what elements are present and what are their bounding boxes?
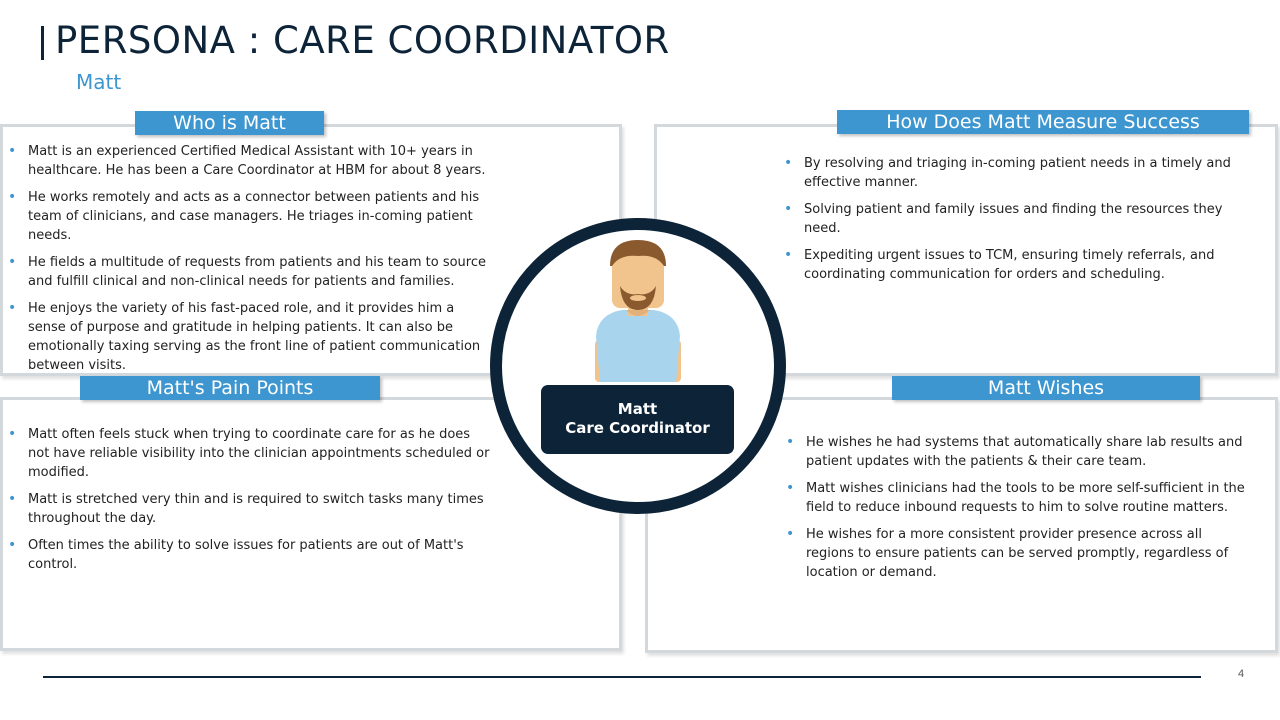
who-item: Matt is an experienced Certified Medical… bbox=[8, 142, 488, 180]
wishes-heading: Matt Wishes bbox=[892, 376, 1200, 400]
title-accent-bar bbox=[41, 26, 44, 60]
persona-name-card: Matt Care Coordinator bbox=[541, 385, 734, 454]
who-item: He works remotely and acts as a connecto… bbox=[8, 188, 488, 245]
pain-points-list: Matt often feels stuck when trying to co… bbox=[8, 425, 490, 582]
success-list: By resolving and triaging in-coming pati… bbox=[784, 154, 1254, 292]
success-heading: How Does Matt Measure Success bbox=[837, 110, 1249, 134]
who-heading: Who is Matt bbox=[135, 111, 324, 135]
wishes-list: He wishes he had systems that automatica… bbox=[786, 433, 1252, 590]
person-avatar-icon bbox=[595, 240, 681, 382]
success-item: By resolving and triaging in-coming pati… bbox=[784, 154, 1254, 192]
wish-item: He wishes for a more consistent provider… bbox=[786, 525, 1252, 582]
page-number: 4 bbox=[1238, 668, 1245, 680]
wish-item: He wishes he had systems that automatica… bbox=[786, 433, 1252, 471]
persona-name: Matt bbox=[617, 400, 658, 418]
persona-role: Care Coordinator bbox=[565, 419, 710, 437]
success-item: Solving patient and family issues and fi… bbox=[784, 200, 1254, 238]
success-item: Expediting urgent issues to TCM, ensurin… bbox=[784, 246, 1254, 284]
who-list: Matt is an experienced Certified Medical… bbox=[8, 142, 488, 383]
page-title: PERSONA : CARE COORDINATOR bbox=[55, 19, 670, 62]
wish-item: Matt wishes clinicians had the tools to … bbox=[786, 479, 1252, 517]
page-subtitle: Matt bbox=[76, 70, 122, 94]
pain-point-item: Often times the ability to solve issues … bbox=[8, 536, 490, 574]
pain-point-item: Matt is stretched very thin and is requi… bbox=[8, 490, 490, 528]
footer-divider bbox=[43, 676, 1201, 678]
pain-points-heading: Matt's Pain Points bbox=[80, 376, 380, 400]
who-item: He enjoys the variety of his fast-paced … bbox=[8, 299, 488, 375]
pain-point-item: Matt often feels stuck when trying to co… bbox=[8, 425, 490, 482]
who-item: He fields a multitude of requests from p… bbox=[8, 253, 488, 291]
